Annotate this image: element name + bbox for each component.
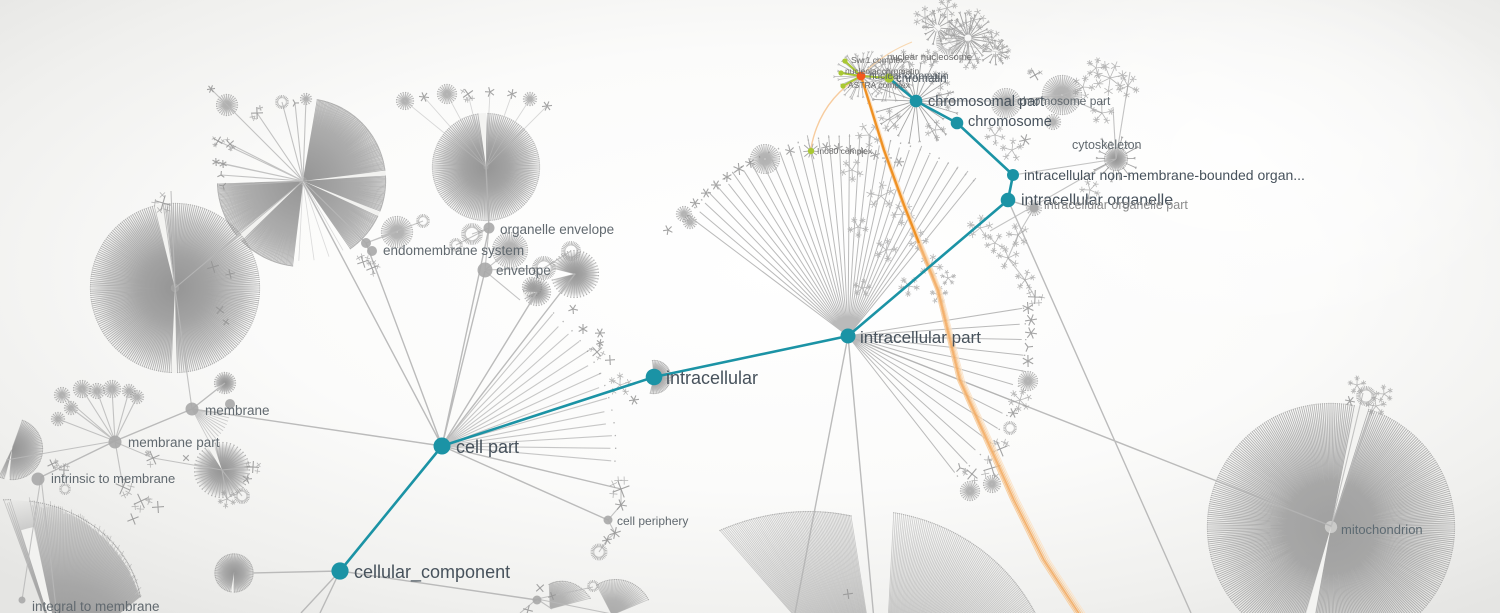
svg-text:cell periphery: cell periphery: [617, 514, 688, 528]
svg-text:envelope: envelope: [496, 263, 551, 278]
svg-text:Swr1 complex: Swr1 complex: [851, 55, 905, 65]
svg-text:intracellular: intracellular: [666, 368, 758, 388]
svg-text:intracellular non-membrane-bou: intracellular non-membrane-bounded organ…: [1024, 167, 1305, 183]
svg-text:integral to membrane: integral to membrane: [32, 599, 160, 613]
svg-text:intracellular part: intracellular part: [860, 328, 981, 347]
svg-text:endomembrane system: endomembrane system: [383, 243, 524, 258]
svg-text:chromosome part: chromosome part: [1017, 94, 1111, 108]
svg-text:nuclear chromatin: nuclear chromatin: [869, 71, 948, 82]
svg-text:membrane part: membrane part: [128, 435, 220, 450]
svg-text:intracellular organelle: intracellular organelle: [1021, 192, 1173, 209]
svg-text:intrinsic to membrane: intrinsic to membrane: [51, 471, 175, 486]
svg-text:nucleolar chromatin: nucleolar chromatin: [845, 66, 919, 76]
svg-text:chromatin: chromatin: [896, 73, 947, 85]
svg-text:membrane: membrane: [205, 403, 270, 418]
svg-text:cytoskeleton: cytoskeleton: [1072, 138, 1142, 152]
svg-text:ASTRA complex: ASTRA complex: [848, 80, 911, 90]
svg-text:mitochondrion: mitochondrion: [1341, 522, 1423, 537]
svg-text:intracellular organelle part: intracellular organelle part: [1044, 198, 1188, 212]
svg-text:cellular_component: cellular_component: [354, 562, 510, 583]
svg-text:organelle envelope: organelle envelope: [500, 222, 614, 237]
svg-text:nuclear nucleosome: nuclear nucleosome: [887, 52, 972, 63]
svg-text:Ino80 complex: Ino80 complex: [817, 146, 873, 156]
svg-text:chromosome: chromosome: [968, 114, 1052, 130]
svg-text:chromosomal part: chromosomal part: [928, 94, 1044, 110]
svg-text:cell part: cell part: [456, 437, 519, 457]
